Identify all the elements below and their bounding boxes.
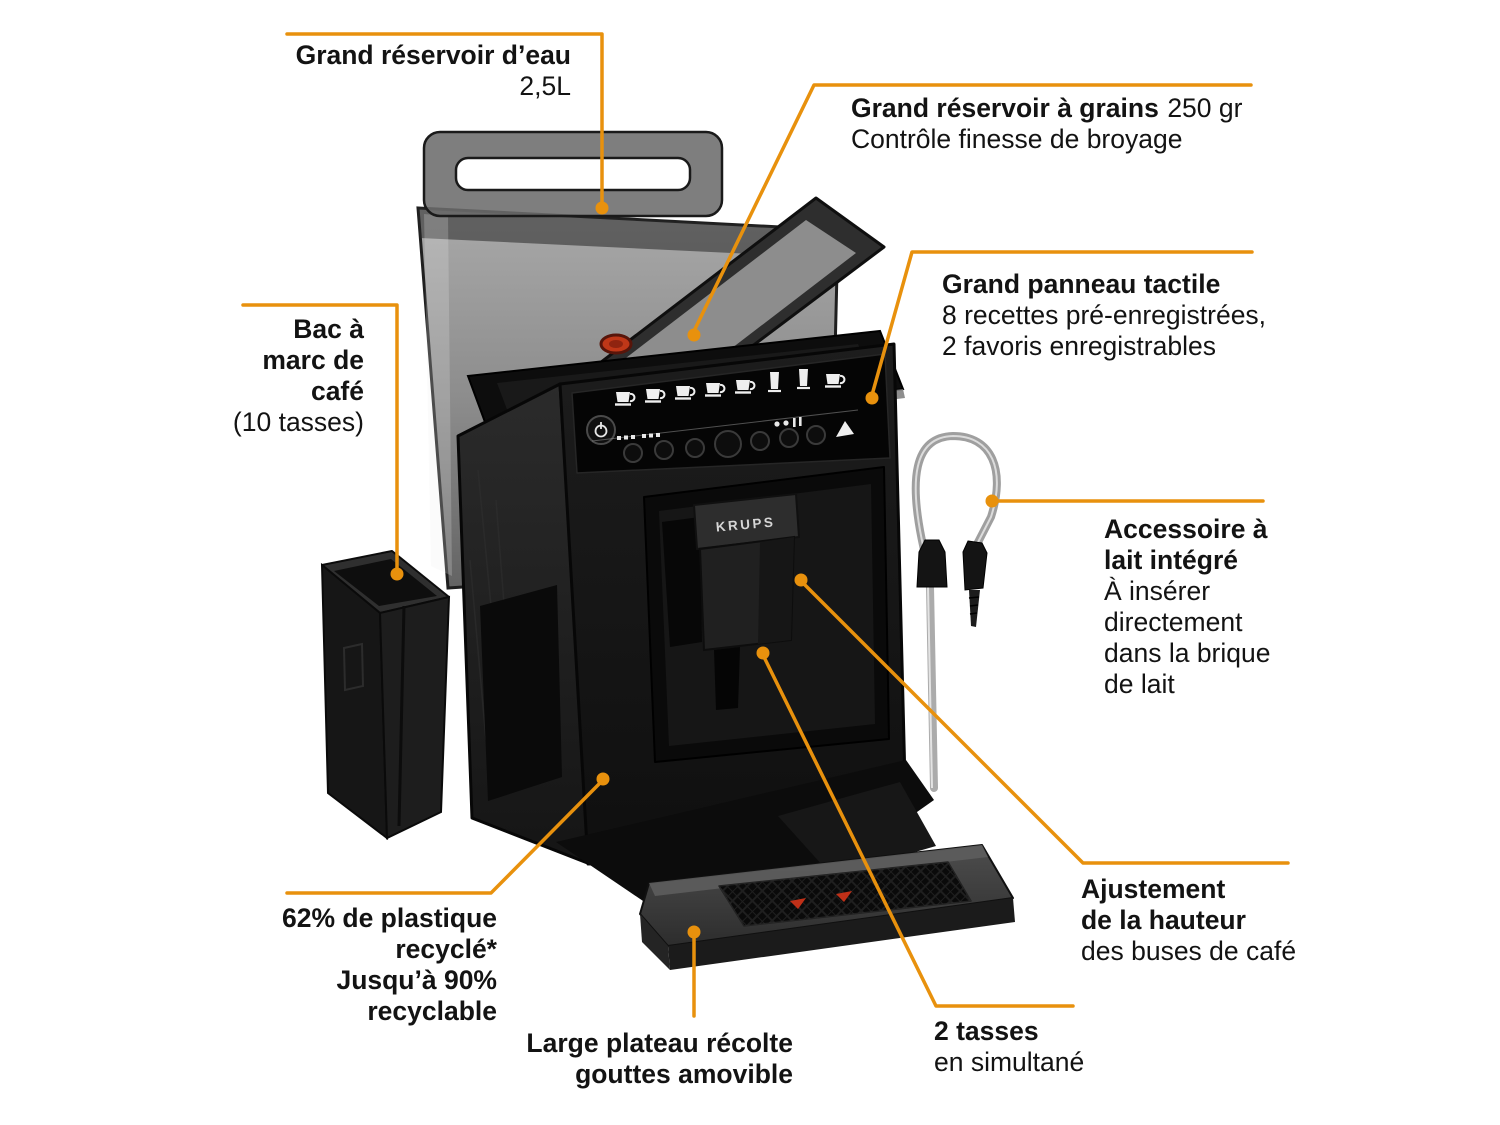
two-cups-title: 2 tasses (934, 1016, 1039, 1046)
tank-handle-icon (422, 130, 724, 218)
two-cups-detail: en simultané (934, 1047, 1085, 1077)
callout-line-bean-hopper (692, 83, 1253, 333)
power-icon (586, 415, 616, 445)
callout-recycled-label: 62% de plastique recyclé* Jusqu’à 90% re… (282, 903, 497, 1027)
callout-spout-height-label: Ajustement de la hauteur des buses de ca… (1081, 874, 1296, 967)
touch-panel-title: Grand panneau tactile (942, 269, 1221, 299)
triangle-indicator-icon (836, 421, 854, 437)
milk-accessory-detail-3: dans la brique (1104, 638, 1271, 668)
callout-dot-grounds-bin (390, 567, 404, 581)
grounds-bin-slot (480, 585, 562, 801)
callout-line-grounds-bin (241, 303, 399, 572)
recycled-line-4: recyclable (367, 996, 497, 1026)
coffee-spout: KRUPS (692, 492, 801, 710)
grounds-container (320, 550, 451, 841)
callout-dot-drip-tray (687, 925, 701, 939)
brand-logo: KRUPS (715, 514, 776, 534)
panel-indicator-dots (617, 417, 802, 440)
milk-accessory-detail-1: À insérer (1104, 576, 1211, 606)
control-panel (571, 353, 891, 474)
grounds-bin-title-3: café (310, 376, 364, 406)
grounds-bin-title-1: Bac à (293, 314, 364, 344)
callout-lines (241, 32, 1290, 1018)
drip-tray-line-2: gouttes amovible (575, 1059, 793, 1089)
water-tank-capacity: 2,5L (519, 71, 571, 101)
spout-height-detail: des buses de café (1081, 936, 1297, 966)
drip-tray-grate (718, 861, 972, 927)
callout-dot-bean-hopper (687, 328, 701, 342)
callout-milk-accessory-label: Accessoire à lait intégré À insérer dire… (1104, 514, 1270, 700)
drip-tray-line-1: Large plateau récolte (526, 1028, 793, 1058)
grounds-bin-detail: (10 tasses) (232, 407, 364, 437)
milk-accessory-title-1: Accessoire à (1104, 514, 1268, 544)
red-marker-icon (790, 898, 806, 909)
grinder-knob-icon (599, 333, 633, 355)
touch-panel-detail-2: 2 favoris enregistrables (942, 331, 1216, 361)
spout-height-title-2: de la hauteur (1081, 905, 1246, 935)
milk-accessory-title-2: lait intégré (1104, 545, 1239, 575)
callout-dot-water-tank (595, 201, 609, 215)
drip-tray (639, 844, 1015, 970)
coffee-spout-recess: KRUPS (643, 466, 890, 763)
callout-dot-two-cups (756, 646, 770, 660)
callout-line-water-tank (285, 32, 604, 206)
milk-accessory-detail-2: directement (1104, 607, 1243, 637)
recycled-line-3: Jusqu’à 90% (336, 965, 497, 995)
bean-hopper-title: Grand réservoir à grains (851, 93, 1159, 123)
callout-line-two-cups (761, 653, 1075, 1008)
machine-base (556, 760, 936, 903)
callout-line-touch-panel (870, 250, 1254, 397)
callout-drip-tray-label: Large plateau récolte gouttes amovible (526, 1028, 793, 1090)
callout-bean-hopper-label: Grand réservoir à grains 250 gr Contrôle … (851, 93, 1242, 155)
bean-hopper-detail: Contrôle finesse de broyage (851, 124, 1183, 154)
callout-line-spout-height (799, 579, 1290, 865)
touch-panel-detail-1: 8 recettes pré-enregistrées, (942, 300, 1267, 330)
spout-height-title-1: Ajustement (1081, 874, 1226, 904)
callout-grounds-bin-label: Bac à marc de café (10 tasses) (233, 314, 364, 438)
recycled-line-2: recyclé* (395, 934, 497, 964)
recycled-line-1: 62% de plastique (281, 903, 497, 933)
callout-two-cups-label: 2 tasses en simultané (934, 1016, 1084, 1078)
callout-touch-panel-label: Grand panneau tactile 8 recettes pré-enr… (942, 269, 1266, 362)
callout-dot-recycled (596, 772, 610, 786)
bean-hopper-capacity: 250 gr (1167, 93, 1243, 123)
callout-dots (390, 201, 999, 939)
callout-dot-touch-panel (865, 391, 879, 405)
milk-tube-accessory (911, 431, 1001, 792)
callout-line-recycled (285, 779, 604, 895)
callout-water-tank-label: Grand réservoir d’eau 2,5L (296, 40, 571, 102)
red-marker-icon (836, 891, 852, 902)
panel-knobs (623, 425, 826, 463)
grounds-bin-title-2: marc de (262, 345, 364, 375)
callout-dot-spout-height (794, 573, 808, 587)
callout-dot-milk-accessory (985, 494, 999, 508)
water-tank-title: Grand réservoir d’eau (295, 40, 571, 70)
milk-accessory-detail-4: de lait (1104, 669, 1175, 699)
